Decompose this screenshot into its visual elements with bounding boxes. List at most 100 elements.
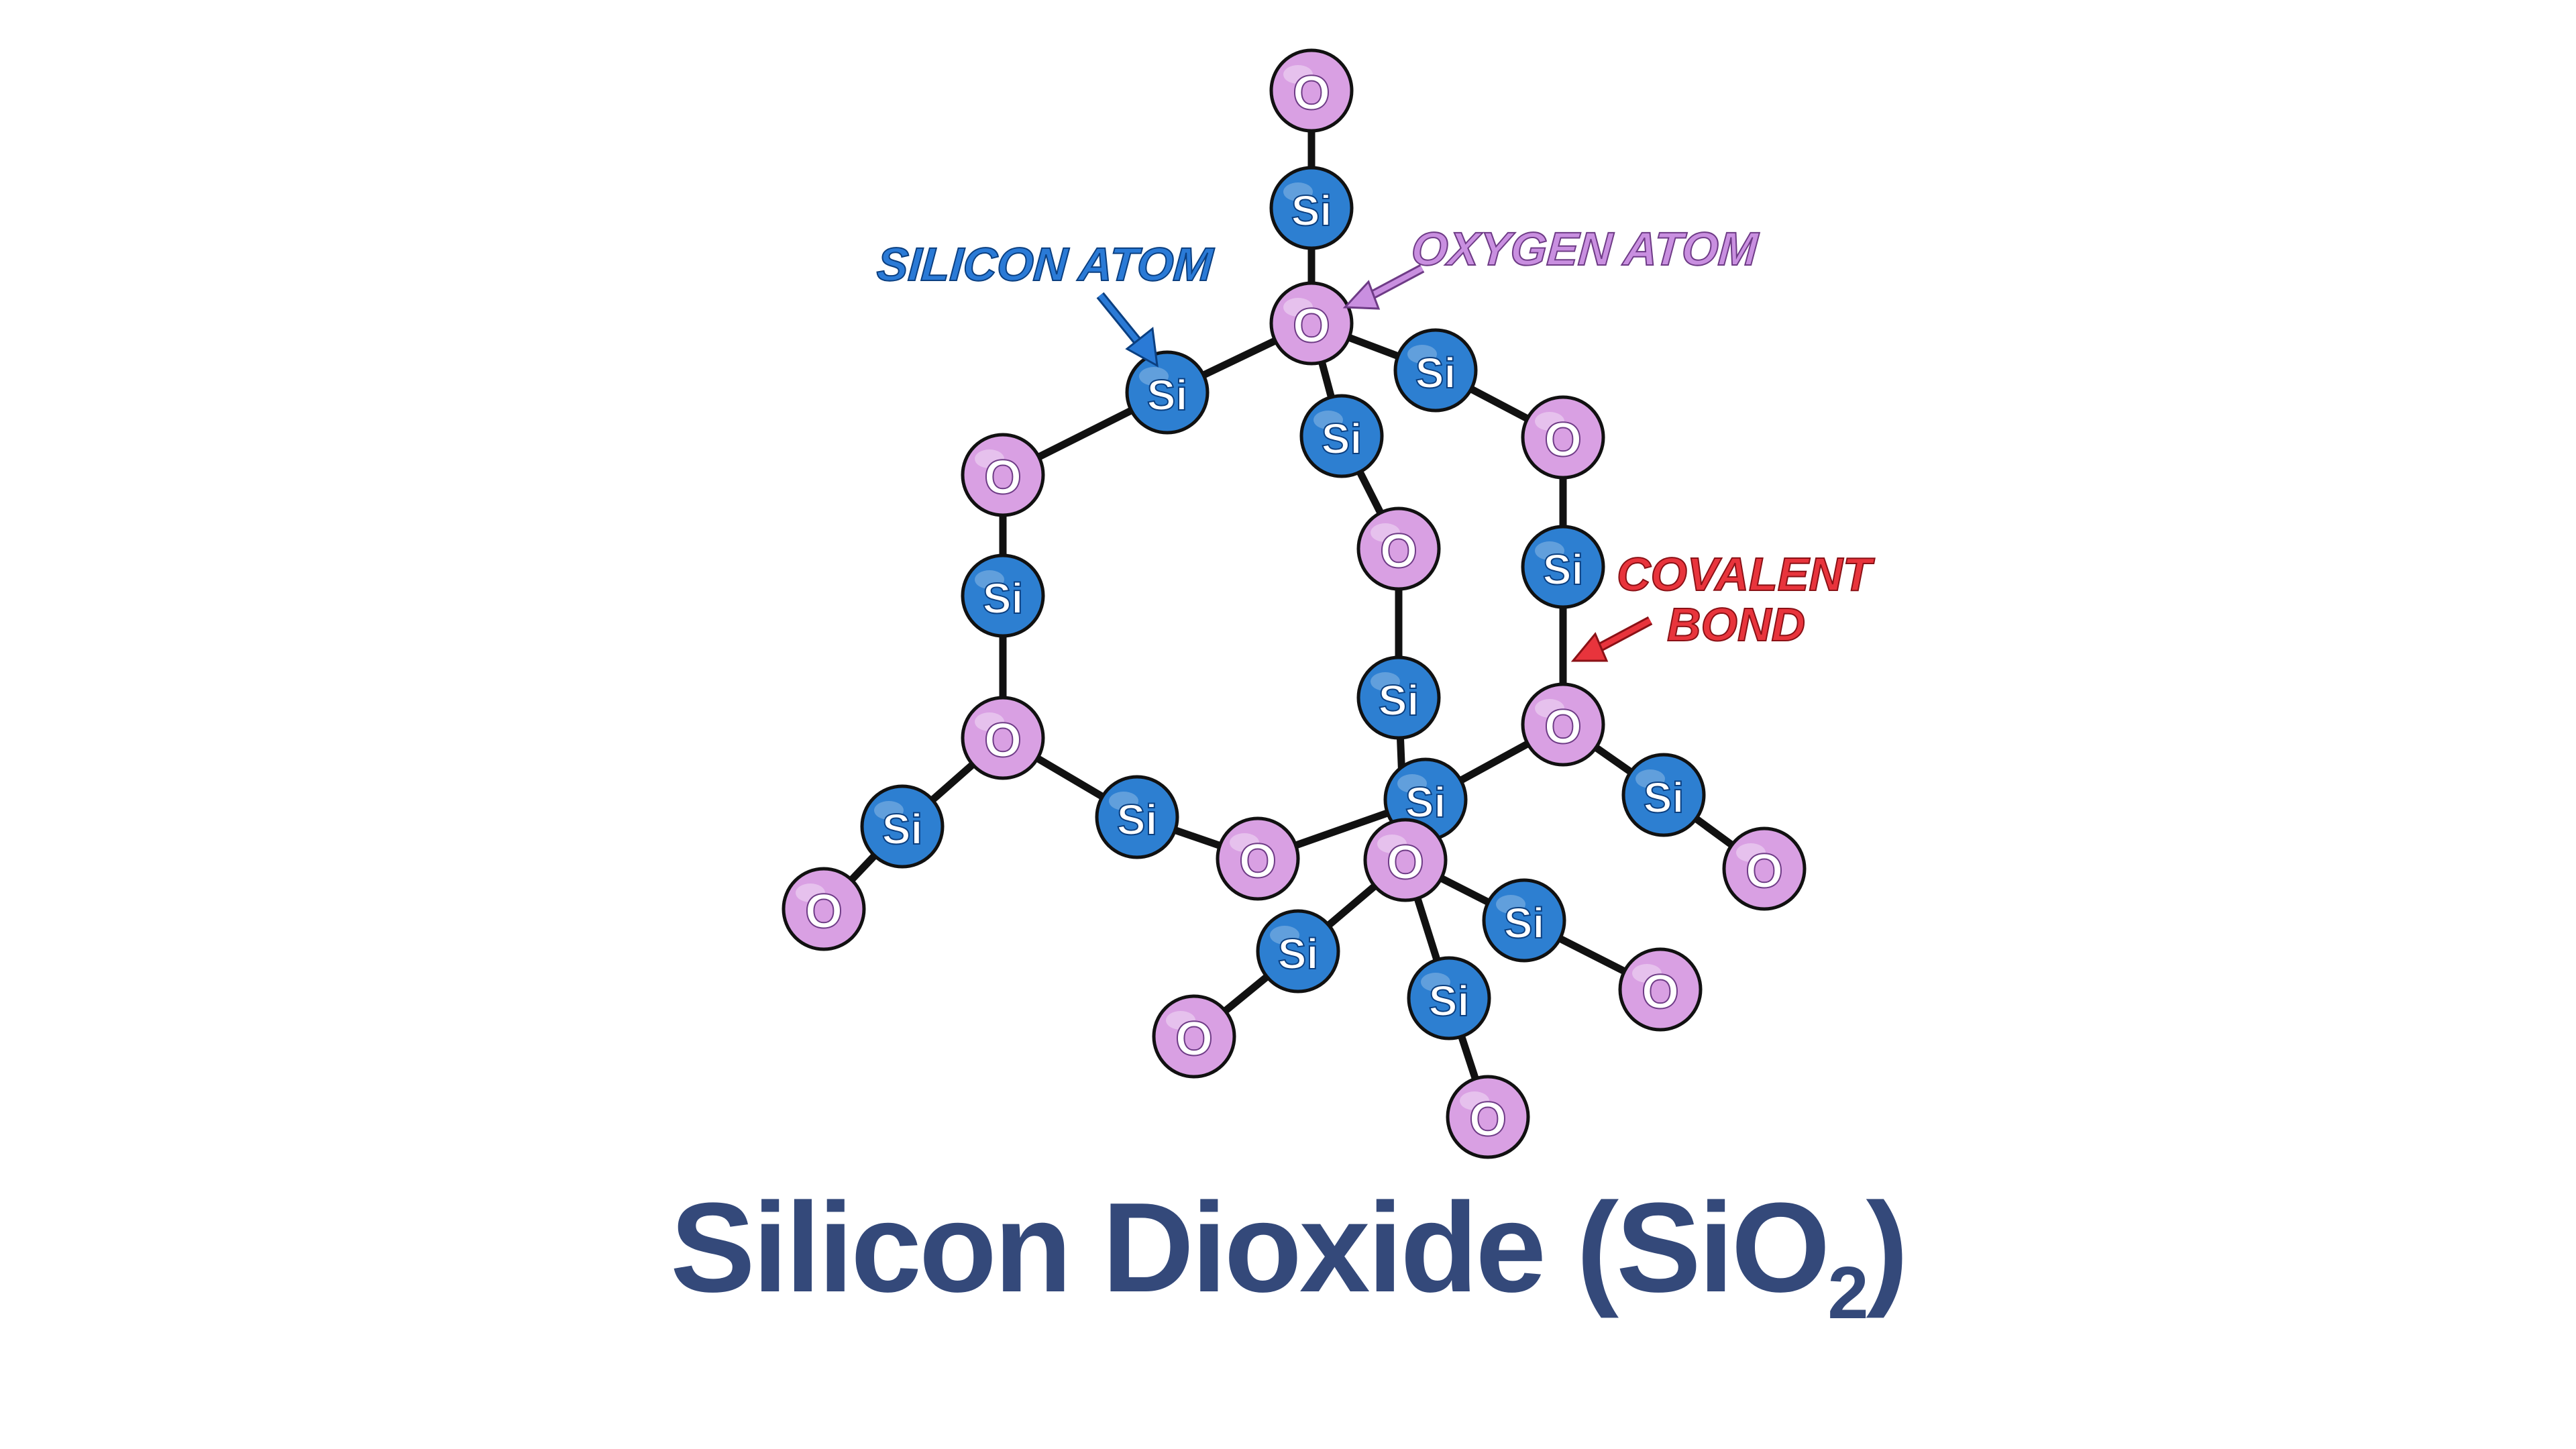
title-subscript: 2 [1827, 1252, 1868, 1334]
atom-highlight [1535, 541, 1564, 560]
silicon-symbol: Si [1543, 545, 1583, 594]
silicon-symbol: Si [1291, 186, 1332, 235]
silicon-symbol: Si [983, 574, 1023, 623]
atom-highlight [1407, 345, 1437, 364]
atom-highlight [1283, 65, 1313, 84]
oxygen-symbol: O [1175, 1012, 1213, 1066]
oxygen-symbol: O [1293, 299, 1330, 353]
atom-highlight [1139, 367, 1169, 386]
atom-highlight [796, 883, 825, 902]
silicon-atom-label: SILICON ATOM [875, 238, 1216, 290]
covalent-bond-label-line1: COVALENT [1617, 548, 1875, 600]
atom-highlight [1109, 792, 1138, 810]
silicon-atom: Si [1521, 525, 1605, 609]
silicon-atom: Si [1095, 775, 1179, 859]
oxygen-atom-circle [1521, 682, 1605, 767]
oxygen-atom: O [1722, 826, 1807, 911]
atom-highlight [975, 712, 1004, 731]
oxygen-atom-circle [961, 433, 1045, 517]
silicon-symbol: Si [1644, 773, 1684, 822]
atom-highlight [1736, 843, 1766, 862]
silicon-symbol: Si [1147, 371, 1187, 419]
atom-highlight [1270, 926, 1299, 945]
silicon-atom: Si [1621, 753, 1706, 837]
atom-highlight [1313, 411, 1343, 429]
silicon-atom: Si [1393, 328, 1478, 413]
diagram-title: Silicon Dioxide (SiO2) [0, 1184, 2576, 1330]
silicon-atom: Si [860, 784, 945, 869]
silicon-atom-circle [860, 784, 945, 869]
oxygen-atom-circle [1269, 281, 1354, 366]
silicon-symbol: Si [1415, 349, 1456, 397]
oxygen-atom: O [961, 696, 1045, 780]
silicon-atom: Si [961, 553, 1045, 638]
oxygen-atom-circle [1152, 994, 1236, 1079]
silicon-symbol: Si [1278, 930, 1318, 978]
atom-highlight [1632, 964, 1662, 983]
oxygen-atom: O [1356, 506, 1441, 591]
oxygen-atom: O [1152, 994, 1236, 1079]
silicon-atom-circle [1356, 655, 1441, 740]
silicon-atom: Si [1256, 909, 1340, 994]
oxygen-symbol: O [1380, 525, 1417, 578]
oxygen-atom: O [1269, 281, 1354, 366]
oxygen-atom: O [1216, 816, 1300, 901]
oxygen-atom-circle [1363, 818, 1448, 902]
oxygen-atom: O [1446, 1075, 1530, 1159]
oxygen-atom-circle [1269, 48, 1354, 133]
oxygen-atom: O [1269, 48, 1354, 133]
silicon-atom-circle [1299, 394, 1384, 478]
atom-highlight [1166, 1011, 1195, 1030]
oxygen-symbol: O [1239, 835, 1277, 888]
oxygen-atom: O [961, 433, 1045, 517]
silicon-symbol: Si [1504, 899, 1544, 947]
oxygen-atom-arrow [1342, 264, 1425, 310]
silicon-atom-arrow [1096, 292, 1159, 368]
atom-highlight [1371, 523, 1400, 542]
oxygen-atom-circle [1216, 816, 1300, 901]
silicon-atom: Si [1125, 350, 1210, 435]
silicon-atom: Si [1269, 166, 1354, 250]
atom-highlight [1371, 672, 1400, 691]
atom-highlight [1421, 973, 1450, 991]
silicon-symbol: Si [1429, 977, 1469, 1025]
atom-highlight [975, 570, 1004, 589]
atom-highlight [1535, 699, 1564, 718]
oxygen-atom-circle [961, 696, 1045, 780]
atom-highlight [1377, 835, 1407, 853]
oxygen-atom-circle [1722, 826, 1807, 911]
silicon-symbol: Si [1405, 778, 1446, 826]
oxygen-atom-label: OXYGEN ATOM [1409, 223, 1760, 275]
atom-highlight [975, 449, 1004, 468]
oxygen-symbol: O [1544, 700, 1582, 754]
atom-highlight [874, 801, 904, 820]
oxygen-atom: O [1618, 947, 1703, 1032]
silicon-atom-circle [1256, 909, 1340, 994]
silicon-atom-circle [1521, 525, 1605, 609]
silicon-atom-circle [961, 553, 1045, 638]
atom-highlight [1283, 182, 1313, 201]
silicon-atom-circle [1482, 878, 1566, 963]
silicon-atom: Si [1407, 956, 1491, 1040]
atom-highlight [1283, 298, 1313, 317]
covalent-bond-label-line2: BOND [1667, 598, 1805, 651]
oxygen-atom: O [782, 867, 866, 951]
atom-highlight [1230, 833, 1259, 852]
oxygen-atom-circle [1356, 506, 1441, 591]
oxygen-atom-circle [782, 867, 866, 951]
callouts-layer: SILICON ATOM OXYGEN ATOM COVALENT BOND [875, 222, 1876, 662]
atom-highlight [1496, 895, 1525, 914]
silicon-atom-circle [1407, 956, 1491, 1040]
oxygen-symbol: O [984, 714, 1022, 767]
silicon-symbol: Si [1379, 676, 1419, 724]
oxygen-atom: O [1521, 395, 1605, 480]
atom-highlight [1635, 769, 1665, 788]
silicon-atom: Si [1356, 655, 1441, 740]
oxygen-atom: O [1521, 682, 1605, 767]
oxygen-symbol: O [1293, 66, 1330, 120]
oxygen-symbol: O [1469, 1093, 1507, 1146]
silicon-symbol: Si [882, 805, 922, 853]
